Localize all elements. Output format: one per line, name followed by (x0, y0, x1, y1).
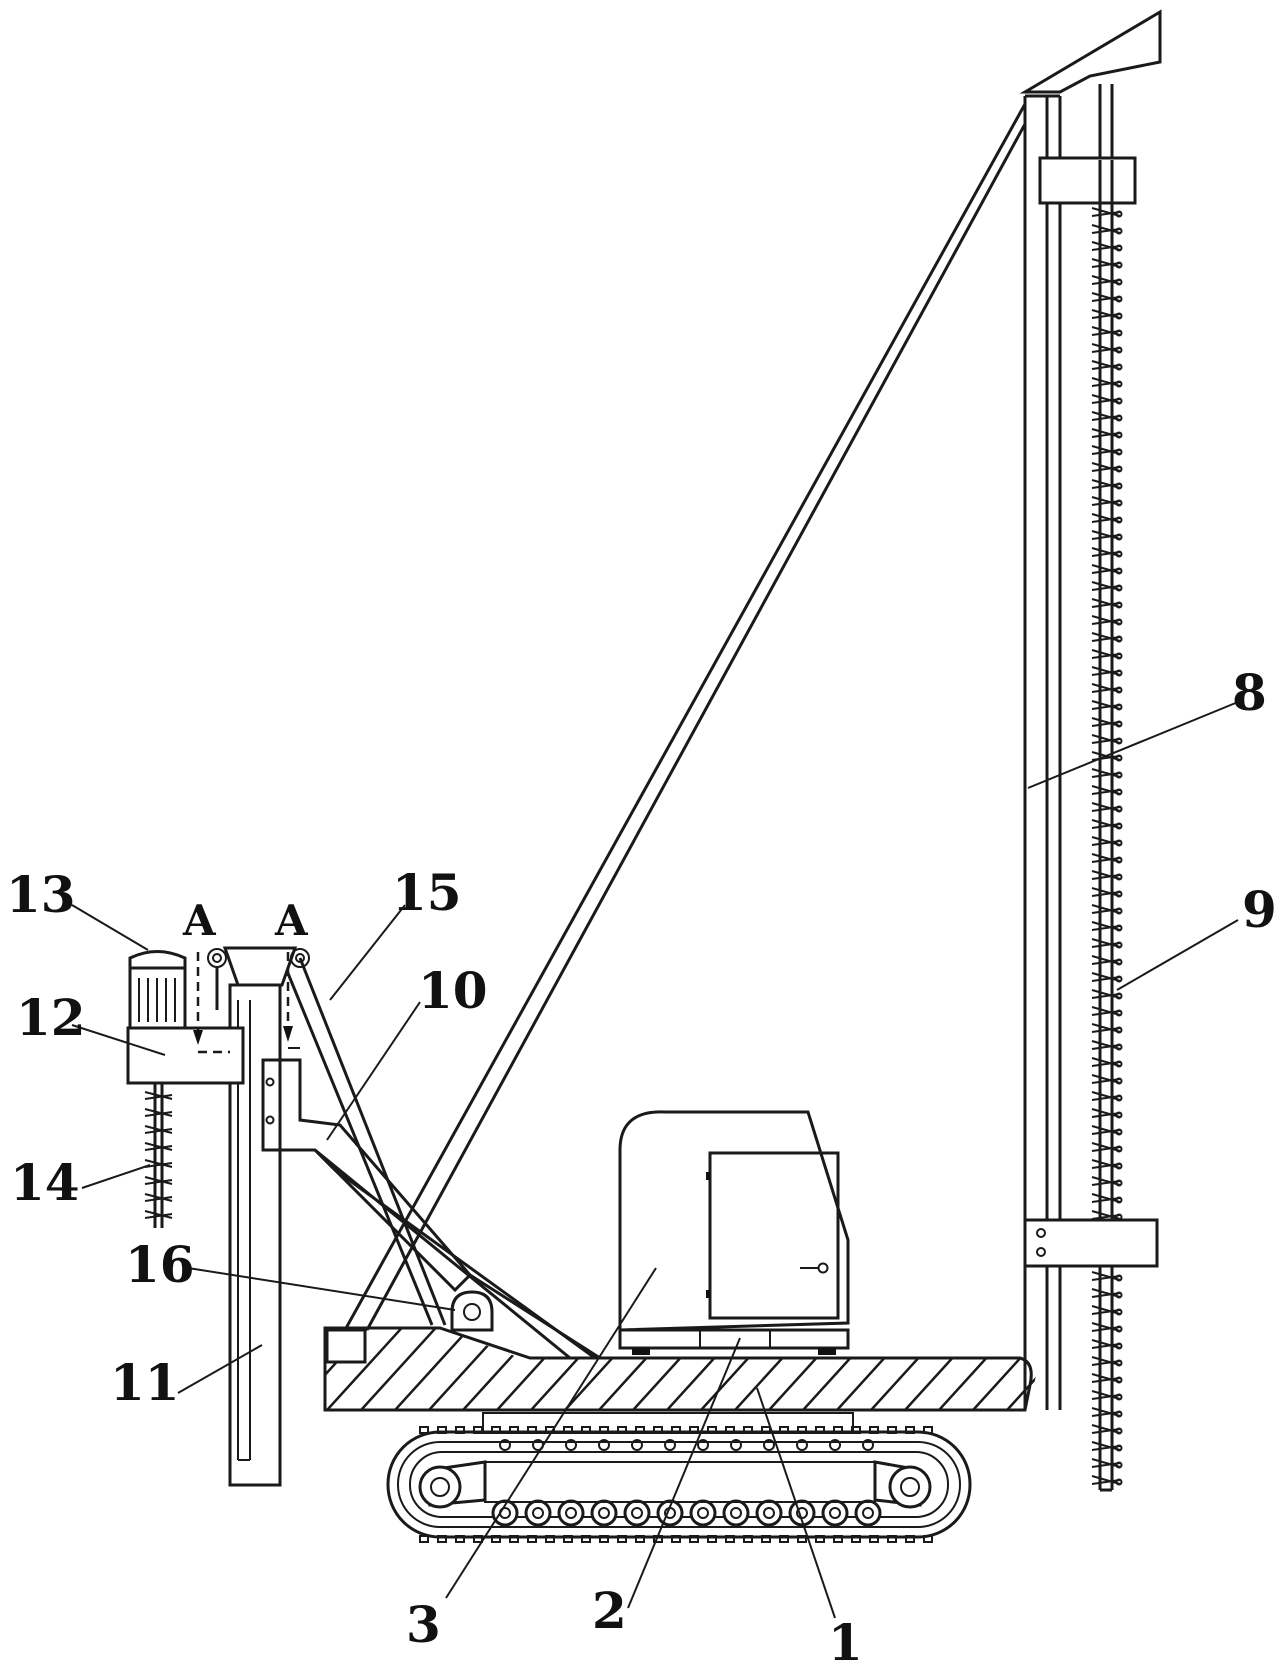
rear-idler-wheel (420, 1467, 460, 1507)
lower-carriage (1025, 1220, 1157, 1266)
label-14: 14 (10, 1153, 80, 1212)
spiral-drill-rod (1092, 160, 1122, 1490)
operator-cab (620, 1112, 848, 1330)
label-3: 3 (406, 1595, 441, 1654)
upper-carriage (1040, 158, 1135, 203)
label-16: 16 (125, 1235, 195, 1294)
label-8: 8 (1232, 663, 1267, 722)
motor (130, 952, 185, 1029)
label-12: 12 (16, 988, 86, 1047)
mast (1025, 12, 1160, 1410)
label-10: 10 (418, 961, 488, 1020)
section-label-right: A (274, 896, 309, 945)
label-2: 2 (592, 1581, 627, 1640)
section-label-left: A (182, 896, 217, 945)
label-11: 11 (110, 1353, 180, 1412)
front-block (327, 1330, 365, 1362)
label-13: 13 (6, 865, 76, 924)
sliding-block (128, 1028, 243, 1083)
label-9: 9 (1242, 880, 1277, 939)
front-drive-wheel (890, 1467, 930, 1507)
mast-top-cap (1025, 12, 1160, 92)
label-15: 15 (392, 863, 462, 922)
crawler-track (388, 1413, 970, 1542)
label-1: 1 (828, 1613, 863, 1672)
small-auger (145, 1083, 172, 1228)
hinge-seat (452, 1292, 492, 1330)
